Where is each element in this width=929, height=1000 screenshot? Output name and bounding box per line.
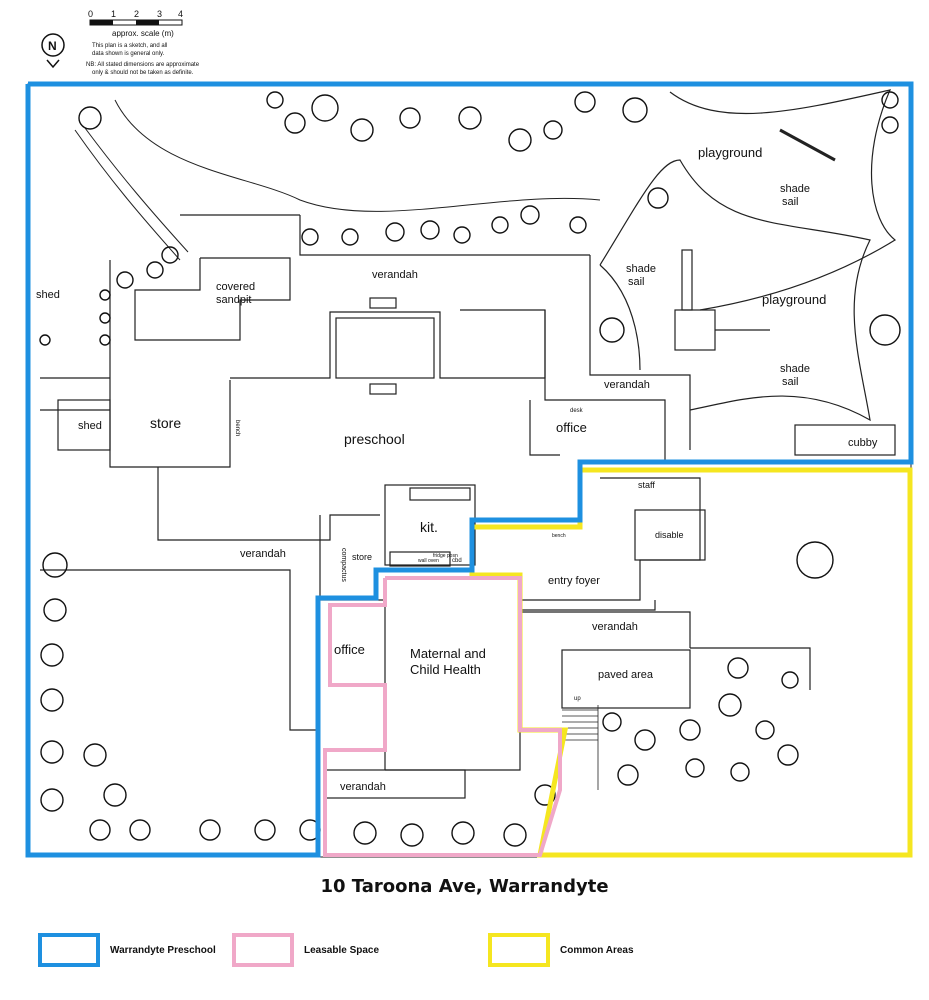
label-playground: playground bbox=[698, 145, 762, 160]
label-shade: shade bbox=[626, 263, 656, 275]
label-sandpit: sandpit bbox=[216, 294, 251, 306]
label-verandah: verandah bbox=[592, 621, 638, 633]
label-wall-oven: wall oven bbox=[418, 558, 439, 564]
site-plan: 0 1 2 3 4 approx. scale (m) This plan is… bbox=[25, 9, 914, 858]
scale-note: only & should not be taken as definite. bbox=[92, 70, 194, 76]
tree-icons bbox=[39, 91, 901, 847]
label-compactus: compactus bbox=[340, 548, 347, 582]
label-sail: sail bbox=[782, 196, 799, 208]
label-mch: Maternal and bbox=[410, 646, 486, 661]
label-verandah: verandah bbox=[340, 781, 386, 793]
legend-swatch-leasable bbox=[232, 933, 294, 967]
scale-note: This plan is a sketch, and all bbox=[92, 43, 167, 49]
label-sail: sail bbox=[782, 376, 799, 388]
label-store-small: store bbox=[352, 552, 372, 562]
label-verandah: verandah bbox=[240, 548, 286, 560]
legend-preschool: Warrandyte Preschool bbox=[38, 930, 216, 970]
label-bench-small: bench bbox=[552, 533, 566, 539]
label-disable: disable bbox=[655, 530, 684, 540]
address-title: 10 Taroona Ave, Warrandyte bbox=[320, 876, 609, 897]
label-staff: staff bbox=[638, 480, 655, 490]
leasable-space-outline bbox=[323, 576, 562, 857]
label-verandah: verandah bbox=[604, 379, 650, 391]
legend-label-leasable: Leasable Space bbox=[304, 944, 380, 956]
label-office: office bbox=[556, 420, 587, 435]
label-office: office bbox=[334, 642, 365, 657]
label-kit: kit. bbox=[420, 519, 438, 535]
label-paved-area: paved area bbox=[598, 669, 654, 681]
label-shed: shed bbox=[36, 289, 60, 301]
legend-swatch-preschool bbox=[38, 933, 100, 967]
label-mch: Child Health bbox=[410, 662, 481, 677]
label-entry-foyer: entry foyer bbox=[548, 575, 600, 587]
scale-note: NB: All stated dimensions are approximat… bbox=[86, 62, 200, 68]
scale-tick: 3 bbox=[157, 9, 162, 19]
scale-tick: 0 bbox=[88, 9, 93, 19]
legend-common: Common Areas bbox=[488, 930, 634, 970]
legend-label-common: Common Areas bbox=[560, 944, 634, 956]
label-sail: sail bbox=[628, 276, 645, 288]
scale-tick: 1 bbox=[111, 9, 116, 19]
legend-swatch-common bbox=[488, 933, 550, 967]
north-letter: N bbox=[48, 39, 57, 53]
scale-tick: 2 bbox=[134, 9, 139, 19]
preschool-outline bbox=[25, 81, 914, 858]
label-shade: shade bbox=[780, 363, 810, 375]
scale-unit: approx. scale (m) bbox=[112, 29, 174, 38]
scale-tick: 4 bbox=[178, 9, 183, 19]
scale-note: data shown is general only. bbox=[92, 51, 165, 57]
label-store: store bbox=[150, 415, 181, 431]
legend-leasable: Leasable Space bbox=[232, 930, 379, 970]
label-covered: covered bbox=[216, 281, 255, 293]
legend-label-preschool: Warrandyte Preschool bbox=[110, 944, 216, 956]
label-cubby: cubby bbox=[848, 437, 878, 449]
label-preschool: preschool bbox=[344, 431, 405, 447]
label-fridge-posn: fridge posn bbox=[433, 553, 458, 559]
scale-bar: 0 1 2 3 4 approx. scale (m) This plan is… bbox=[86, 9, 200, 76]
label-up: up bbox=[574, 696, 581, 702]
label-verandah: verandah bbox=[372, 269, 418, 281]
label-bench: bench bbox=[234, 420, 240, 436]
common-area-outline bbox=[469, 467, 913, 858]
room-labels: shed shed covered sandpit verandah store… bbox=[36, 145, 878, 793]
north-arrow-icon: N bbox=[41, 33, 65, 69]
label-cbd: cbd bbox=[452, 558, 462, 564]
label-shed-small: shed bbox=[78, 420, 102, 432]
label-playground: playground bbox=[762, 292, 826, 307]
label-shade: shade bbox=[780, 183, 810, 195]
label-desk: desk bbox=[570, 408, 584, 414]
